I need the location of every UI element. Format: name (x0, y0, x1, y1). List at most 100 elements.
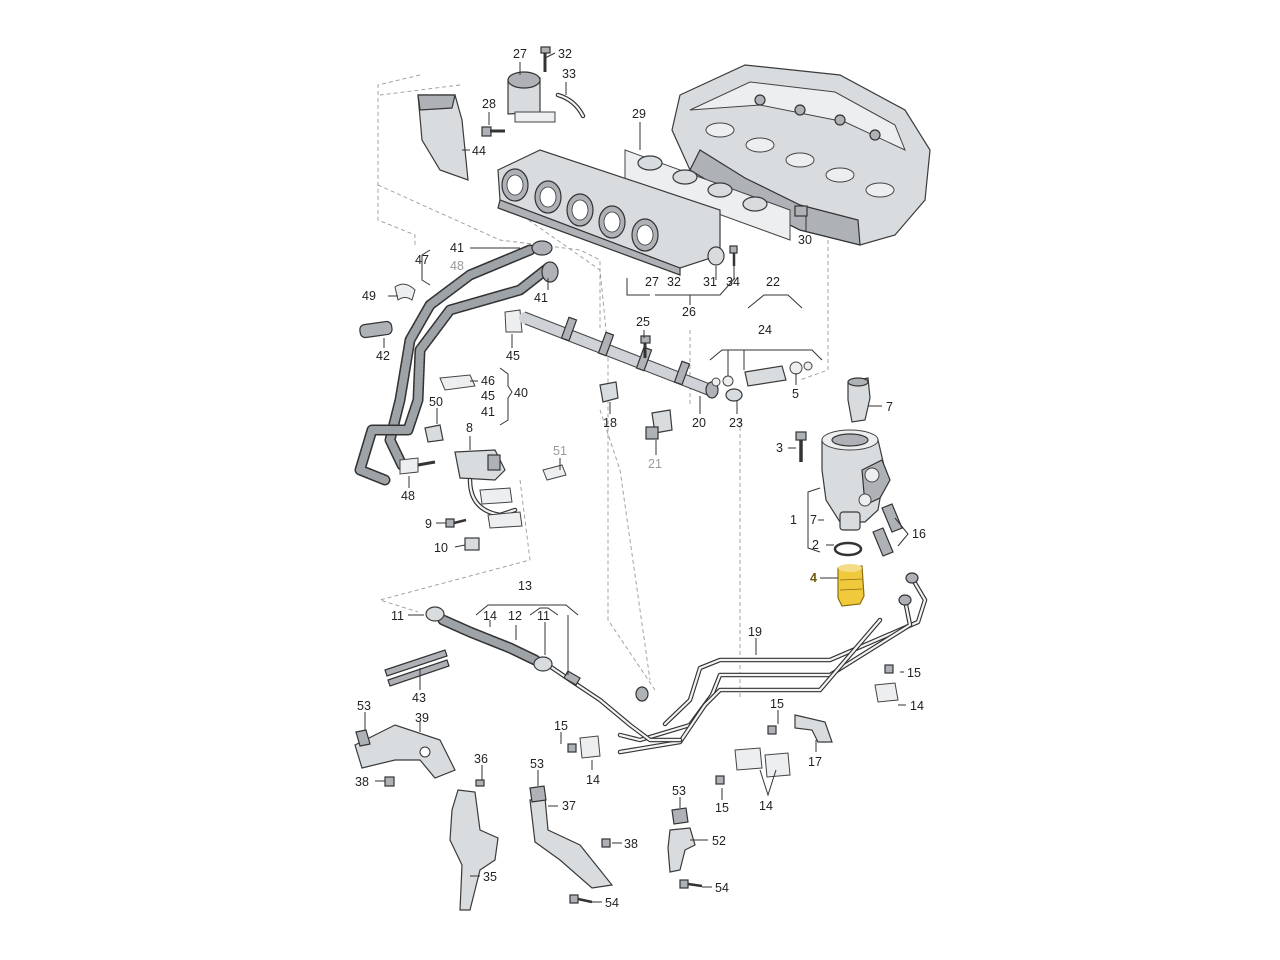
pump-follower-4 (837, 564, 865, 607)
nut-53-right (671, 807, 689, 825)
sensor-30 (794, 205, 808, 217)
vacuum-unit (507, 71, 556, 123)
callout-26: 26 (682, 305, 696, 319)
callout-42: 42 (376, 349, 390, 363)
callout-41: 41 (534, 291, 548, 305)
callout-7: 7 (810, 513, 817, 527)
callout-35: 35 (483, 870, 497, 884)
fuel-line-12 (425, 606, 683, 743)
callout-27: 27 (645, 275, 659, 289)
clamp-48 (399, 457, 436, 475)
callout-48: 48 (450, 259, 464, 273)
callout-54: 54 (605, 896, 619, 910)
callout-45: 45 (481, 389, 495, 403)
bracket-52 (667, 827, 696, 873)
callout-15: 15 (770, 697, 784, 711)
callout-14: 14 (759, 799, 773, 813)
callout-41: 41 (481, 405, 495, 419)
cylinder-head-ports (705, 94, 895, 198)
bolt-54-mid (569, 894, 593, 904)
fitting-23 (725, 388, 743, 402)
callout-5: 5 (792, 387, 799, 401)
connector-42 (359, 320, 393, 339)
clamp-14-right (874, 664, 899, 703)
bracket-37 (529, 797, 614, 889)
o-ring-2 (833, 541, 863, 557)
callout-4-highlighted: 4 (810, 571, 817, 585)
bolt-15-c (715, 775, 725, 785)
sensor-7 (847, 377, 871, 423)
callout-46: 46 (481, 374, 495, 388)
clamp-14-a (567, 735, 601, 759)
clamp-49 (394, 283, 416, 301)
intake-manifold-gasket (624, 149, 791, 241)
callout-52: 52 (712, 834, 726, 848)
callout-40: 40 (514, 386, 528, 400)
leader-lines (364, 52, 909, 903)
callout-36: 36 (474, 752, 488, 766)
callout-19: 19 (748, 625, 762, 639)
callout-11: 11 (537, 609, 550, 623)
nut-53-left (355, 729, 371, 747)
spring-51 (542, 464, 567, 481)
bolt-32-top (540, 46, 551, 72)
callout-15: 15 (554, 719, 568, 733)
callout-41: 41 (450, 241, 464, 255)
callout-32: 32 (558, 47, 572, 61)
sensor-21 (645, 409, 673, 440)
callout-31: 31 (703, 275, 717, 289)
callout-32: 32 (667, 275, 681, 289)
callout-29: 29 (632, 107, 646, 121)
callout-23: 23 (729, 416, 743, 430)
injector-24 (711, 365, 787, 387)
bracket-17 (794, 714, 833, 743)
callout-9: 9 (425, 517, 432, 531)
callout-22: 22 (766, 275, 780, 289)
callout-10: 10 (434, 541, 448, 555)
callout-53: 53 (357, 699, 371, 713)
callout-18: 18 (603, 416, 617, 430)
hose-33 (555, 92, 586, 119)
sensor-50 (424, 424, 444, 443)
callout-53: 53 (672, 784, 686, 798)
callout-34: 34 (726, 275, 740, 289)
valve-8 (454, 449, 523, 529)
callout-33: 33 (562, 67, 576, 81)
callout-20: 20 (692, 416, 706, 430)
sensor-18 (599, 381, 619, 403)
callout-47: 47 (415, 253, 429, 267)
callout-17: 17 (808, 755, 822, 769)
callout-15: 15 (907, 666, 921, 680)
callout-38: 38 (624, 837, 638, 851)
callout-labels: 27 32 33 28 29 44 30 41 47 48 49 41 27 3… (355, 47, 926, 910)
callout-39: 39 (415, 711, 429, 725)
callout-44: 44 (472, 144, 486, 158)
union-16 (872, 503, 903, 557)
callout-3: 3 (776, 441, 783, 455)
callout-38: 38 (355, 775, 369, 789)
bolt-3 (795, 431, 807, 462)
callout-49: 49 (362, 289, 376, 303)
clamp-14-b (734, 747, 791, 778)
callout-28: 28 (482, 97, 496, 111)
bracket-35 (449, 789, 499, 911)
fuel-rail (519, 311, 719, 399)
callout-1: 1 (790, 513, 797, 527)
callout-43: 43 (412, 691, 426, 705)
seal-5 (789, 361, 813, 375)
valve-31-34 (707, 245, 738, 266)
callout-48: 48 (401, 489, 415, 503)
high-pressure-fuel-pump (821, 429, 891, 531)
bolt-15-b (767, 725, 777, 735)
bracket-39 (354, 724, 456, 779)
bolt-25 (640, 335, 651, 358)
callout-12: 12 (508, 609, 522, 623)
screw-9 (445, 518, 467, 528)
intake-manifold-flange (497, 149, 721, 276)
bolt-38-right (601, 838, 611, 848)
callout-15: 15 (715, 801, 729, 815)
callout-30: 30 (798, 233, 812, 247)
callout-24: 24 (758, 323, 772, 337)
bolt-28 (481, 126, 505, 137)
cover-44 (417, 94, 469, 181)
